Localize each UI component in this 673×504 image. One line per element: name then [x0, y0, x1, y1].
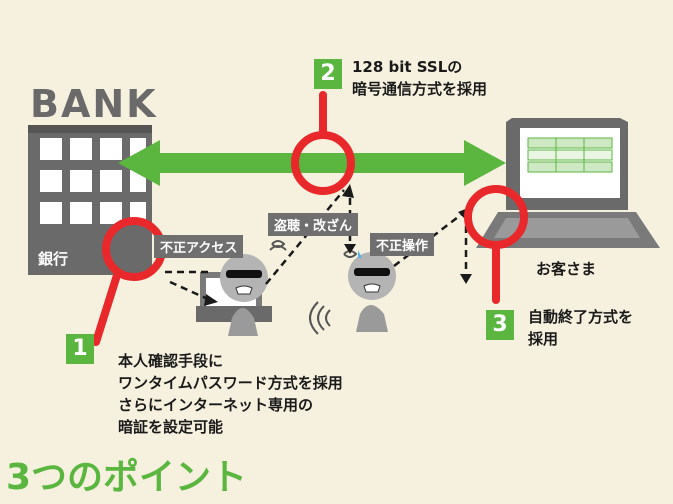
secure-connection-arrow	[118, 140, 506, 186]
bank-japanese-label: 銀行	[38, 250, 69, 268]
point-1-badge: 1	[66, 334, 94, 364]
hacker-figure-icon	[220, 250, 268, 336]
threat-unauthorized-access: 不正アクセス	[154, 235, 244, 258]
point-1-text: 本人確認手段に ワンタイムパスワード方式を採用 さらにインターネット専用の 暗証…	[118, 352, 343, 436]
section-heading: 3つのポイント	[6, 457, 248, 498]
threat-unauthorized-operation: 不正操作	[370, 233, 435, 256]
point-3-badge: 3	[486, 310, 514, 340]
point-2-text: 128 bit SSLの 暗号通信方式を採用	[352, 58, 488, 98]
point-2-badge: 2	[314, 59, 342, 89]
signal-waves-icon	[309, 301, 331, 335]
whirl-icon	[269, 240, 358, 258]
customer-label: お客さま	[536, 260, 597, 278]
point-3-text: 自動終了方式を 採用	[528, 308, 634, 348]
laptop-icon	[476, 118, 660, 248]
hacker-figure-icon	[348, 250, 396, 332]
highlight-pointers	[92, 91, 500, 346]
bank-label: BANK	[30, 82, 158, 126]
threat-eavesdropping: 盗聴・改ざん	[268, 213, 359, 236]
